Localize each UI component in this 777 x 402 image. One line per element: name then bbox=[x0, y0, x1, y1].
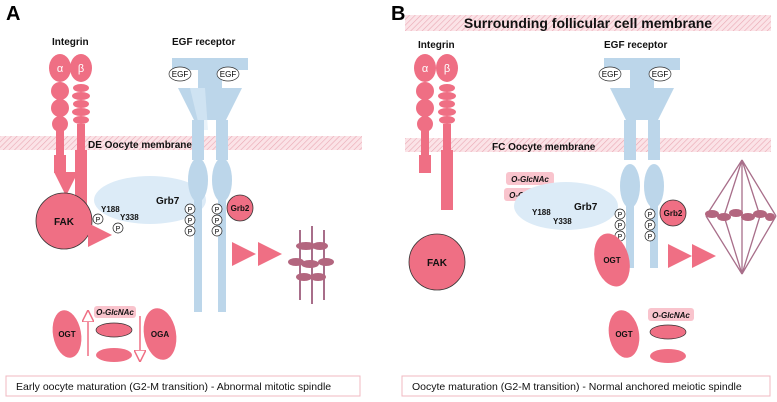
o-glcnac-label-b1: O-GlcNAc bbox=[511, 175, 549, 184]
receptor-phospho-sites-b: P P P P P P bbox=[614, 208, 656, 242]
panel-b-caption: Oocyte maturation (G2-M transition) - No… bbox=[412, 381, 742, 393]
grb7-label: Grb7 bbox=[156, 196, 180, 207]
egf-ligand-left: EGF bbox=[168, 66, 192, 82]
egf-receptor-label: EGF receptor bbox=[172, 37, 235, 48]
svg-text:EGF: EGF bbox=[172, 70, 189, 79]
beta-label-b: β bbox=[444, 63, 450, 75]
egf-receptor-label-b: EGF receptor bbox=[604, 40, 667, 51]
fak-node-b bbox=[408, 233, 466, 291]
grb7-node bbox=[94, 176, 206, 224]
svg-text:P: P bbox=[648, 234, 653, 241]
ogt-node-b bbox=[594, 233, 630, 287]
follicular-membrane bbox=[405, 15, 771, 31]
o-glcnac-tag-b1 bbox=[506, 172, 554, 185]
svg-text:P: P bbox=[215, 207, 220, 214]
receptor-phospho-sites: P P P P P P bbox=[184, 203, 223, 237]
oocyte-membrane bbox=[0, 136, 362, 150]
membrane-label-b: FC Oocyte membrane bbox=[492, 142, 596, 153]
svg-text:EGF: EGF bbox=[220, 70, 237, 79]
svg-text:EGF: EGF bbox=[652, 70, 669, 79]
svg-text:P: P bbox=[215, 218, 220, 225]
svg-text:P: P bbox=[648, 212, 653, 219]
y188-label-b: Y188 bbox=[532, 208, 551, 217]
panel-a-caption-box bbox=[5, 375, 361, 397]
oga-node bbox=[143, 308, 177, 360]
phospho-p-1: P bbox=[92, 213, 104, 225]
o-glcnac-label: O-GlcNAc bbox=[96, 308, 134, 317]
grb2-label: Grb2 bbox=[231, 204, 250, 213]
oocyte-membrane-b bbox=[405, 138, 771, 152]
svg-text:P: P bbox=[96, 217, 101, 224]
grb2-node bbox=[226, 194, 254, 222]
integrin: α β bbox=[49, 54, 92, 210]
panel-a-caption: Early oocyte maturation (G2-M transition… bbox=[16, 381, 331, 393]
substrate-glycosylated bbox=[95, 322, 133, 338]
svg-text:P: P bbox=[116, 226, 121, 233]
o-glcnac-tag-b3 bbox=[648, 308, 694, 321]
svg-text:P: P bbox=[618, 234, 623, 241]
phospho-p-2: P bbox=[112, 222, 124, 234]
integrin-label: Integrin bbox=[52, 37, 89, 48]
svg-text:P: P bbox=[188, 229, 193, 236]
fak-node bbox=[35, 192, 93, 250]
y338-label-b: Y338 bbox=[553, 217, 572, 226]
oga-label: OGA bbox=[151, 330, 169, 339]
alpha-label: α bbox=[57, 63, 64, 75]
svg-text:P: P bbox=[215, 229, 220, 236]
panel-b-letter: B bbox=[391, 3, 405, 25]
grb2-node-b bbox=[659, 199, 687, 227]
ogt-node-b-lower bbox=[608, 310, 640, 358]
y188-label: Y188 bbox=[101, 205, 120, 214]
svg-text:P: P bbox=[618, 212, 623, 219]
substrate-glycosylated-b bbox=[649, 324, 687, 340]
svg-text:P: P bbox=[188, 218, 193, 225]
chromosomes bbox=[705, 209, 775, 221]
grb7-label-b: Grb7 bbox=[574, 202, 598, 213]
ogt-label-b: OGT bbox=[603, 256, 620, 265]
svg-text:P: P bbox=[188, 207, 193, 214]
panel-b: B Surrounding follicular cell membrane F… bbox=[391, 3, 777, 397]
follicular-membrane-label: Surrounding follicular cell membrane bbox=[464, 15, 712, 31]
alpha-label-b: α bbox=[422, 63, 429, 75]
o-glcnac-label-b3: O-GlcNAc bbox=[652, 311, 690, 320]
substrate-unmodified-b bbox=[650, 349, 686, 363]
grb2-label-b: Grb2 bbox=[664, 209, 683, 218]
ogt-label-b-lower: OGT bbox=[615, 330, 632, 339]
panel-a-letter: A bbox=[6, 3, 20, 25]
egf-ligand-left-b: EGF bbox=[598, 66, 622, 82]
egf-receptor bbox=[172, 58, 248, 312]
integrin-b: α β bbox=[414, 54, 458, 210]
fak-label: FAK bbox=[54, 217, 75, 228]
panel-b-caption-box bbox=[401, 375, 771, 397]
integrin-label-b: Integrin bbox=[418, 40, 455, 51]
egf-ligand-right: EGF bbox=[216, 66, 240, 82]
egf-ligand-right-b: EGF bbox=[648, 66, 672, 82]
svg-text:P: P bbox=[648, 223, 653, 230]
fak-label-b: FAK bbox=[427, 258, 448, 269]
svg-text:P: P bbox=[618, 223, 623, 230]
meiotic-spindle bbox=[705, 159, 777, 275]
beta-label: β bbox=[78, 63, 84, 75]
o-glcnac-tag bbox=[94, 306, 136, 318]
grb7-node-b bbox=[514, 182, 618, 230]
ogt-label: OGT bbox=[58, 330, 75, 339]
panel-a: A DE Oocyte membrane Integrin α β bbox=[0, 3, 362, 397]
ogt-node bbox=[52, 310, 82, 358]
membrane-label: DE Oocyte membrane bbox=[88, 140, 192, 151]
svg-text:EGF: EGF bbox=[602, 70, 619, 79]
substrate-unmodified bbox=[96, 348, 132, 362]
abnormal-spindle bbox=[288, 226, 334, 304]
y338-label: Y338 bbox=[120, 213, 139, 222]
